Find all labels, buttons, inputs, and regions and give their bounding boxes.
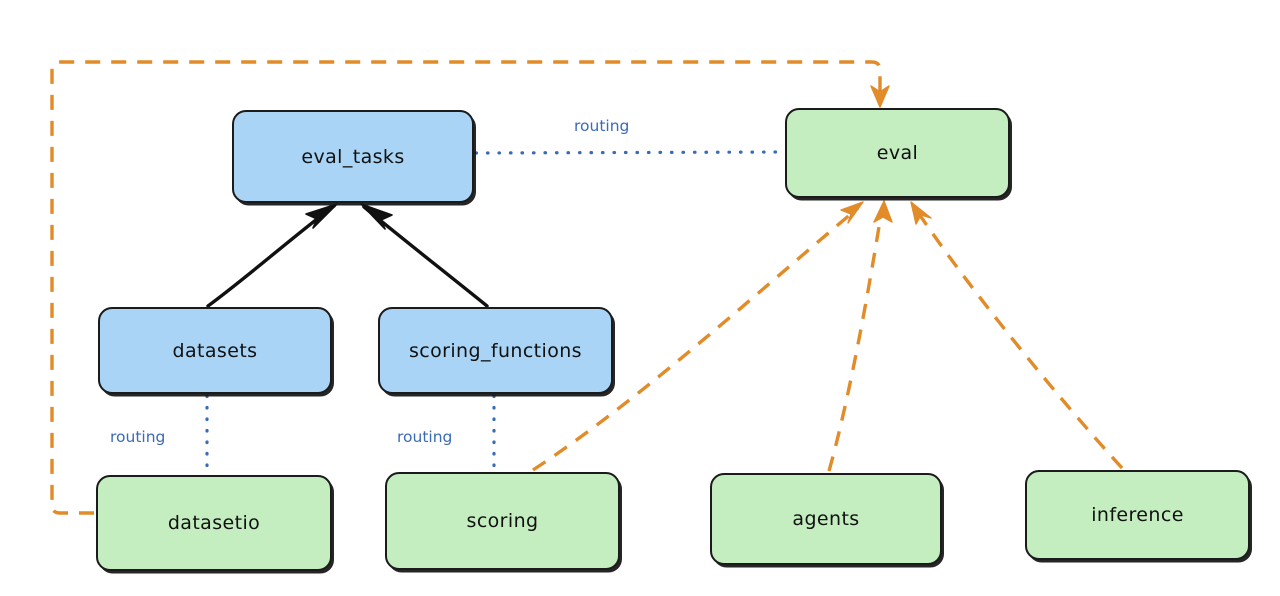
edge-scoring_functions-to-eval_tasks [360,203,489,308]
node-datasets[interactable]: datasets [98,307,332,394]
node-eval[interactable]: eval [785,108,1010,198]
node-label-scoring-functions: scoring_functions [409,339,582,362]
node-label-eval: eval [876,142,919,164]
node-label-eval-tasks: eval_tasks [301,145,405,168]
edge-label-routing-eval-tasks-eval: routing [574,117,630,135]
node-scoring-functions[interactable]: scoring_functions [378,307,613,394]
node-inference[interactable]: inference [1025,470,1250,560]
node-eval-tasks[interactable]: eval_tasks [232,110,474,203]
edge-datasetio-to-eval [50,60,890,515]
edge-datasets-to-eval_tasks [206,203,338,308]
edge-label-routing-scoring-functions-scoring: routing [397,428,453,446]
edge-label-routing-datasets-datasetio: routing [110,428,166,446]
edge-eval_tasks-to-eval [474,150,785,155]
edge-inference-to-eval [910,201,1124,470]
node-agents[interactable]: agents [710,473,942,565]
edge-scoring-to-eval [532,201,864,472]
node-label-datasets: datasets [172,339,258,362]
node-label-datasetio: datasetio [167,512,261,534]
node-label-inference: inference [1091,504,1184,526]
node-label-agents: agents [792,508,860,530]
node-datasetio[interactable]: datasetio [96,475,332,571]
node-label-scoring: scoring [466,510,539,532]
node-scoring[interactable]: scoring [385,472,620,570]
edge-agents-to-eval [827,200,893,472]
